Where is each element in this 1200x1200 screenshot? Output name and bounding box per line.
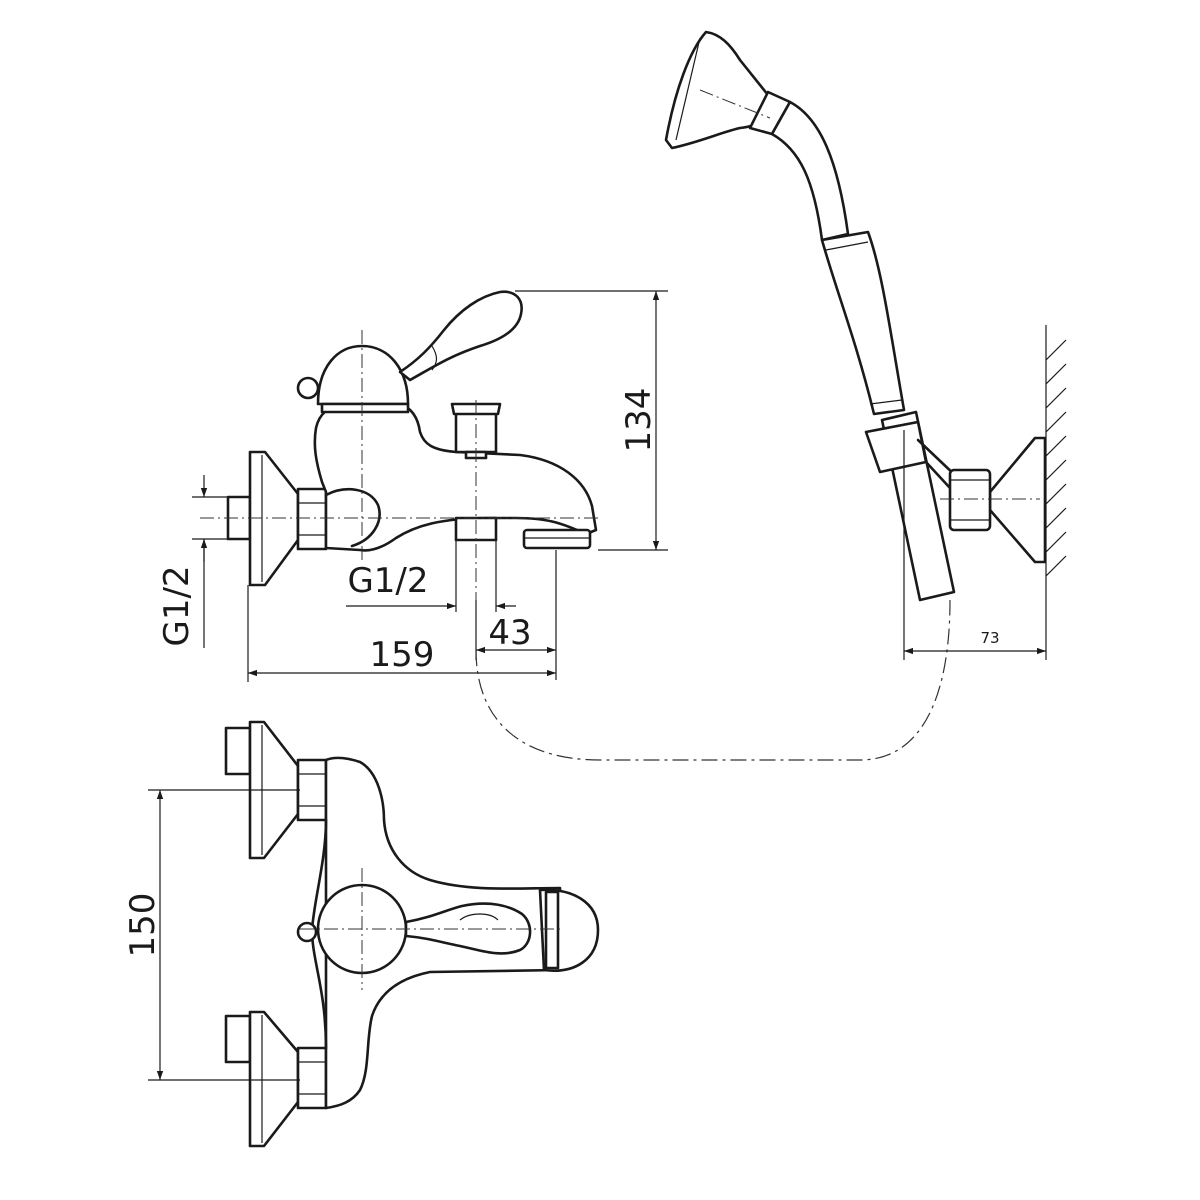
lever-handle — [398, 290, 523, 382]
hex-nut — [296, 487, 328, 551]
dim-g12-side-label: G1/2 — [157, 565, 197, 646]
lower-flange — [248, 1010, 300, 1148]
dimension-43: 43 — [475, 550, 557, 680]
upper-nut — [296, 758, 328, 822]
lower-nut — [296, 1046, 328, 1110]
shower-neck — [770, 100, 850, 242]
lower-inlet-connector — [224, 1014, 252, 1064]
dome-ring — [320, 402, 410, 414]
mixer-top-view — [224, 720, 600, 1148]
dimension-134: 134 — [515, 290, 668, 551]
lever-top — [404, 902, 532, 955]
mixer-side-view — [226, 290, 598, 587]
wall-holder — [948, 436, 1047, 564]
dim-43-label: 43 — [488, 613, 531, 653]
dimension-g12-side: G1/2 — [157, 475, 228, 648]
dimension-g12-spout: G1/2 — [346, 540, 516, 612]
wall-hatch — [1045, 325, 1067, 592]
shower-handle — [820, 230, 906, 416]
dimension-73: 73 — [903, 430, 1047, 660]
dim-150-label: 150 — [123, 893, 163, 958]
holder-nut — [948, 468, 992, 532]
upper-inlet-connector — [224, 726, 252, 776]
dim-159-label: 159 — [370, 635, 435, 675]
cartridge-bulge — [324, 488, 381, 548]
dome-cap — [316, 344, 410, 406]
dimension-159: 159 — [247, 585, 556, 682]
dim-134-label: 134 — [619, 388, 659, 453]
holder-sleeve — [864, 420, 928, 474]
holder-flange — [988, 436, 1047, 564]
aerator — [522, 528, 592, 550]
dim-g12-spout-label: G1/2 — [347, 561, 428, 601]
side-button — [296, 376, 320, 400]
hand-shower — [664, 30, 960, 602]
shower-hose — [475, 599, 951, 761]
dimension-150: 150 — [123, 789, 300, 1081]
dim-73-label: 73 — [980, 629, 999, 647]
shower-head — [664, 30, 774, 150]
top-side-button — [296, 921, 318, 943]
